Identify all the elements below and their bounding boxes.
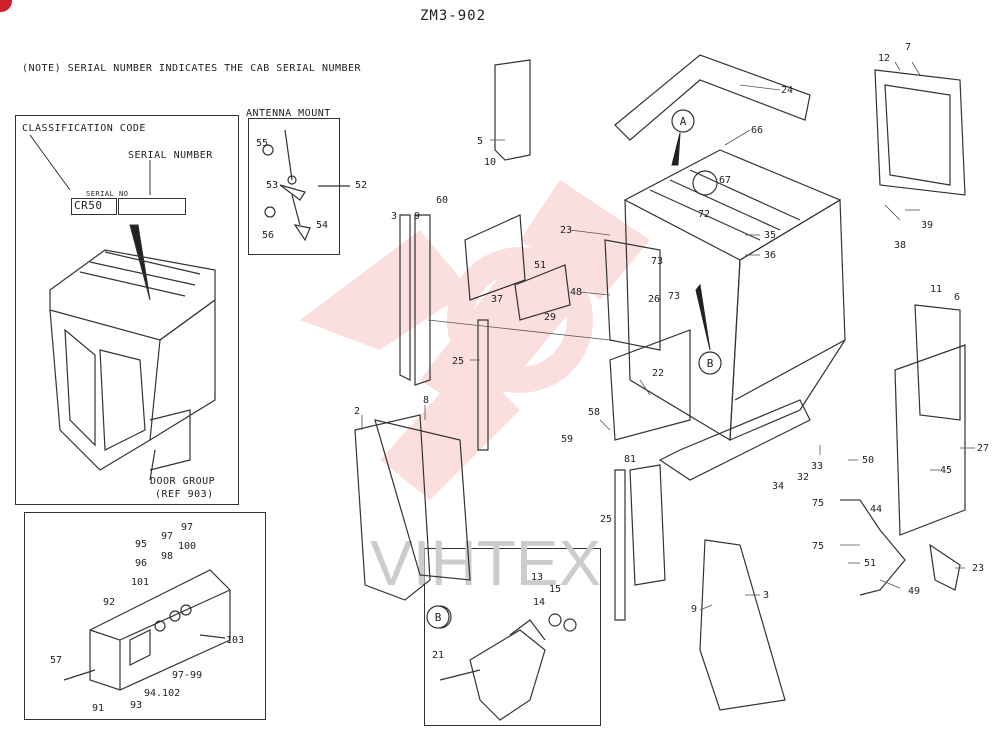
part-number: 97: [181, 522, 194, 533]
callout: 9: [691, 604, 697, 615]
callout: 36: [764, 250, 776, 261]
badge-b-panel-label: B: [435, 611, 442, 624]
serial-box: [118, 198, 186, 215]
callout: 9: [414, 211, 420, 222]
serial-no-label: SERIAL NO: [86, 190, 129, 198]
callout: 5: [477, 136, 483, 147]
part-number: 93: [130, 700, 143, 711]
callout: 23: [560, 225, 572, 236]
callout: 51: [534, 260, 546, 271]
classification-panel: [15, 115, 239, 505]
callout: 59: [561, 434, 573, 445]
antenna-heading: ANTENNA MOUNT: [246, 108, 331, 119]
callout: 51: [864, 558, 876, 569]
callout: 75: [812, 541, 824, 552]
part-number: 97: [161, 531, 174, 542]
callout: 34: [772, 481, 784, 492]
callout: 39: [921, 220, 933, 231]
callout: 11: [930, 284, 942, 295]
callout: 66: [751, 125, 763, 136]
callout: 32: [797, 472, 809, 483]
callout: 6: [954, 292, 960, 303]
classification-heading: CLASSIFICATION CODE: [22, 123, 146, 134]
callout: 75: [812, 498, 824, 509]
badge-a-label: A: [680, 115, 687, 128]
cab-frame: [614, 54, 846, 481]
callout: 3: [763, 590, 769, 601]
callout: 50: [862, 455, 874, 466]
callout: 25: [600, 514, 612, 525]
part-number: 98: [161, 551, 174, 562]
detail-b-panel: [424, 548, 601, 726]
part-number: 15: [549, 584, 562, 595]
callout: 73: [651, 256, 663, 267]
page-title: ZM3-902: [420, 8, 487, 24]
callout: 22: [652, 368, 664, 379]
callout: 10: [484, 157, 496, 168]
door-group-ref: (REF 903): [155, 489, 214, 500]
detail-a-badge: [671, 109, 695, 133]
callout: 37: [491, 294, 503, 305]
antenna-part: 54: [316, 220, 329, 231]
note-text: (NOTE) SERIAL NUMBER INDICATES THE CAB S…: [22, 63, 362, 74]
antenna-part: 53: [266, 180, 279, 191]
detail-b-badge: [698, 351, 722, 375]
callout: 12: [878, 53, 890, 64]
code-box: [71, 198, 117, 215]
callout: 23: [972, 563, 984, 574]
antenna-part: 52: [355, 180, 368, 191]
antenna-part: 55: [256, 138, 269, 149]
callout: 81: [624, 454, 636, 465]
part-number: 13: [531, 572, 544, 583]
callout: 73: [668, 291, 680, 302]
part-number: 94.102: [144, 688, 181, 699]
watermark-logo: [300, 180, 650, 500]
part-number: 96: [135, 558, 148, 569]
part-number: 57: [50, 655, 63, 666]
watermark-text: VIHTEX: [370, 527, 601, 599]
callout: 33: [811, 461, 823, 472]
part-number: 95: [135, 539, 148, 550]
callout: 72: [698, 209, 710, 220]
part-number: 103: [226, 635, 245, 646]
callout: 48: [570, 287, 582, 298]
part-number: 101: [131, 577, 150, 588]
callout: 7: [905, 42, 911, 53]
callout: 8: [423, 395, 429, 406]
callout: 58: [588, 407, 600, 418]
callout: 60: [436, 195, 448, 206]
part-number: 91: [92, 703, 105, 714]
part-number: 92: [103, 597, 116, 608]
callout: 35: [764, 230, 776, 241]
antenna-part: 56: [262, 230, 275, 241]
callout: 25: [452, 356, 464, 367]
callout: 45: [940, 465, 952, 476]
detail-b-panel-badge: [426, 605, 450, 629]
callout: 24: [781, 85, 793, 96]
callout: 49: [908, 586, 920, 597]
callout: 3: [391, 211, 397, 222]
part-number: 100: [178, 541, 197, 552]
door-group-label: DOOR GROUP: [150, 476, 216, 487]
light-assembly-panel: [24, 512, 266, 720]
callout: 38: [894, 240, 906, 251]
badge-b-label: B: [707, 357, 714, 370]
cab-sketch: [49, 249, 216, 481]
classification-code: CR50: [74, 199, 103, 212]
callout: 44: [870, 504, 882, 515]
callout: 67: [719, 175, 731, 186]
part-number: 14: [533, 597, 546, 608]
callout: 27: [977, 443, 989, 454]
serial-number-label: SERIAL NUMBER: [128, 150, 213, 161]
part-number: 97-99: [172, 670, 203, 681]
callout: 26: [648, 294, 660, 305]
part-number: 21: [432, 650, 445, 661]
callout: 2: [354, 406, 360, 417]
callout: 29: [544, 312, 556, 323]
